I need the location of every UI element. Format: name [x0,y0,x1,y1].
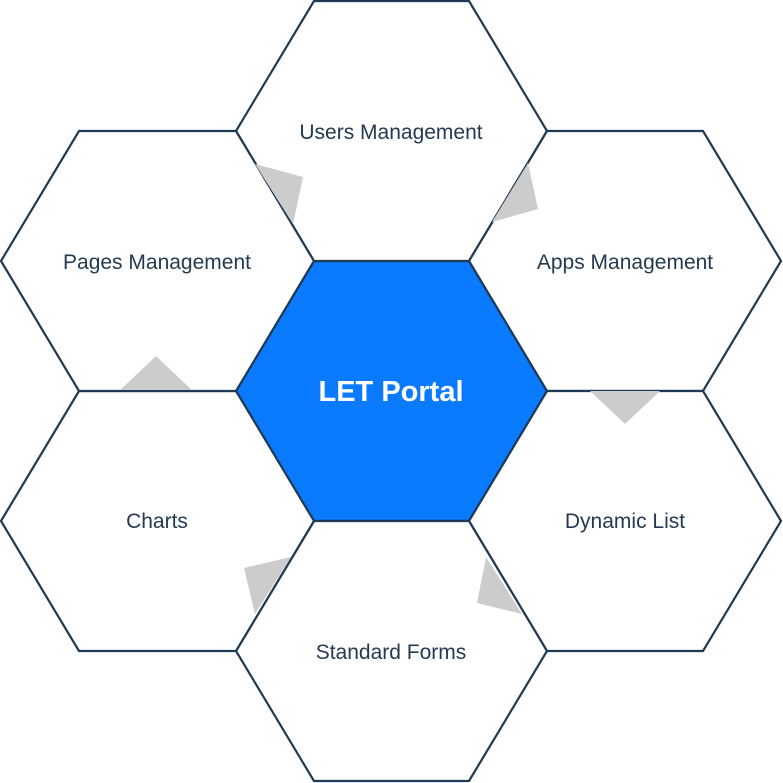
apps-management-label: Apps Management [537,251,713,274]
arrow-apps-to-dynamic-list [590,391,660,424]
users-management-label: Users Management [299,121,482,144]
standard-forms-hex[interactable]: Standard Forms [234,519,549,783]
dynamic-list-label: Dynamic List [565,510,685,533]
pages-management-label: Pages Management [63,251,251,274]
charts-label: Charts [126,510,188,533]
arrow-pages-to-users [255,164,303,224]
standard-forms-label: Standard Forms [316,641,467,664]
pages-management-hex[interactable]: Pages Management [0,129,316,393]
arrow-dynamic-list-to-forms [477,557,522,614]
arrow-charts-to-pages [120,356,192,390]
dynamic-list-hex[interactable]: Dynamic List [467,389,783,653]
center-label: LET Portal [318,376,463,408]
arrow-users-to-apps [492,163,538,222]
arrow-forms-to-charts [244,557,291,614]
users-management-hex[interactable]: Users Management [234,0,549,263]
